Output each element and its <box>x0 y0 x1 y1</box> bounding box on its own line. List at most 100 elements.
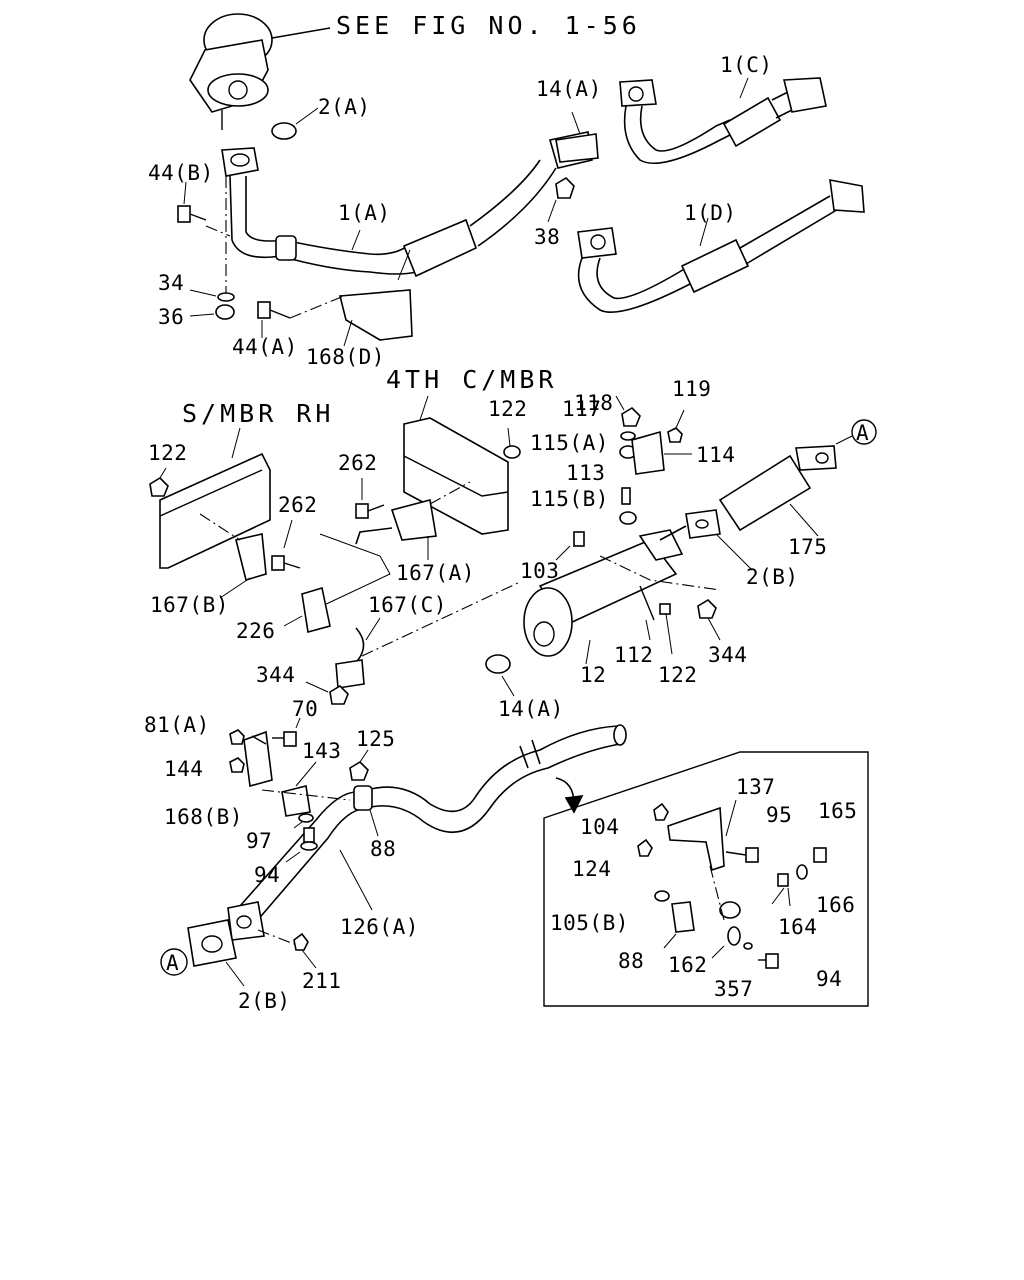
nut-122-low <box>659 603 673 655</box>
nut-122-left <box>149 467 169 497</box>
callout-94-inset: 94 <box>816 967 842 991</box>
cushion-115b <box>619 511 637 525</box>
callout-167c: 167(C) <box>368 593 447 617</box>
callout-95: 95 <box>766 803 792 827</box>
callout-168d: 168(D) <box>306 345 385 369</box>
bolt-262-mid <box>271 519 301 571</box>
nut-36 <box>189 304 235 320</box>
callout-211: 211 <box>302 969 341 993</box>
callout-97: 97 <box>246 829 272 853</box>
hanger-167c <box>335 581 521 689</box>
callout-81a: 81(A) <box>144 713 210 737</box>
hanger-167a <box>355 481 471 560</box>
callout-112: 112 <box>614 643 653 667</box>
callout-162: 162 <box>668 953 707 977</box>
gasket-14a-top <box>555 111 599 163</box>
callout-164: 164 <box>778 915 817 939</box>
bracket-168d <box>289 289 413 347</box>
callout-167a: 167(A) <box>396 561 475 585</box>
callout-165: 165 <box>818 799 857 823</box>
washer-117 <box>620 431 636 441</box>
callout-114: 114 <box>696 443 735 467</box>
callout-122-low: 122 <box>658 663 697 687</box>
washer-97 <box>293 813 314 829</box>
bolt-262-top <box>355 478 385 519</box>
callout-88-inset: 88 <box>618 949 644 973</box>
callout-88-main: 88 <box>370 837 396 861</box>
callout-226: 226 <box>236 619 275 643</box>
callout-70: 70 <box>292 697 318 721</box>
header-note: SEE FIG NO. 1-56 <box>336 11 641 40</box>
callout-38: 38 <box>534 225 560 249</box>
callout-175: 175 <box>788 535 827 559</box>
callout-115b: 115(B) <box>530 487 609 511</box>
bracket-226 <box>283 586 331 634</box>
callout-122-left: 122 <box>148 441 187 465</box>
callout-143: 143 <box>302 739 341 763</box>
washer-34 <box>189 289 235 302</box>
callout-113: 113 <box>566 461 605 485</box>
nut-125 <box>349 749 369 781</box>
gasket-2a <box>271 107 319 140</box>
callout-44b: 44(B) <box>148 161 214 185</box>
nut-38 <box>547 176 575 223</box>
converter-175 <box>718 445 837 537</box>
callout-2b-top: 2(B) <box>746 565 799 589</box>
lower-hanger-centerline <box>261 789 351 801</box>
callout-137: 137 <box>736 775 775 799</box>
stud-112 <box>639 585 655 641</box>
nut-344-right <box>697 598 721 641</box>
callout-1d: 1(D) <box>684 201 737 225</box>
callout-125: 125 <box>356 727 395 751</box>
pipe-1c <box>619 77 827 165</box>
callout-262-mid: 262 <box>278 493 317 517</box>
connector-a-upper: A <box>835 419 877 445</box>
bracket-168b <box>243 730 273 788</box>
callout-104: 104 <box>580 815 619 839</box>
callout-344-left: 344 <box>256 663 295 687</box>
callout-94-main: 94 <box>254 863 280 887</box>
callout-357: 357 <box>714 977 753 1001</box>
callout-1c: 1(C) <box>720 53 773 77</box>
pipe-1d <box>577 179 865 313</box>
clamp-88-main <box>369 809 379 837</box>
callout-262-top: 262 <box>338 451 377 475</box>
tail-pipe-126a <box>227 724 627 941</box>
callout-12: 12 <box>580 663 606 687</box>
callout-14a-top: 14(A) <box>536 77 602 101</box>
hanger-167a-outline <box>319 533 391 607</box>
callout-126a: 126(A) <box>340 915 419 939</box>
connector-a-upper-label: A <box>856 421 869 445</box>
bolt-44b <box>177 181 231 237</box>
muffler-12 <box>523 525 687 665</box>
label-4th-crossmember: 4TH C/MBR <box>386 365 557 394</box>
hanger-167b <box>199 513 267 599</box>
nut-81a <box>229 729 245 745</box>
gasket-2b-top <box>685 509 753 571</box>
callout-36: 36 <box>158 305 184 329</box>
bolt-94-main <box>285 827 318 863</box>
gasket-2b-low <box>187 919 245 987</box>
callout-344-right: 344 <box>708 643 747 667</box>
callout-105b: 105(B) <box>550 911 629 935</box>
callout-168b: 168(B) <box>164 805 243 829</box>
nut-211 <box>293 932 317 969</box>
spacer-113 <box>621 487 631 505</box>
nut-118 <box>615 395 641 427</box>
gasket-14a-low <box>485 654 515 697</box>
bolt-70 <box>272 717 301 747</box>
callout-103: 103 <box>520 559 559 583</box>
callout-119: 119 <box>672 377 711 401</box>
callout-122-mid: 122 <box>488 397 527 421</box>
side-member-rh <box>159 427 271 569</box>
callout-44a: 44(A) <box>232 335 298 359</box>
callout-115a: 115(A) <box>530 431 609 455</box>
connector-a-lower: A <box>160 948 188 976</box>
callout-2b-low: 2(B) <box>238 989 291 1013</box>
detail-inset <box>543 751 869 1007</box>
callout-167b: 167(B) <box>150 593 229 617</box>
callout-144: 144 <box>164 757 203 781</box>
label-side-member-rh: S/MBR RH <box>182 399 334 428</box>
bracket-114 <box>631 430 692 475</box>
callout-117-visible: 117 <box>562 397 601 421</box>
